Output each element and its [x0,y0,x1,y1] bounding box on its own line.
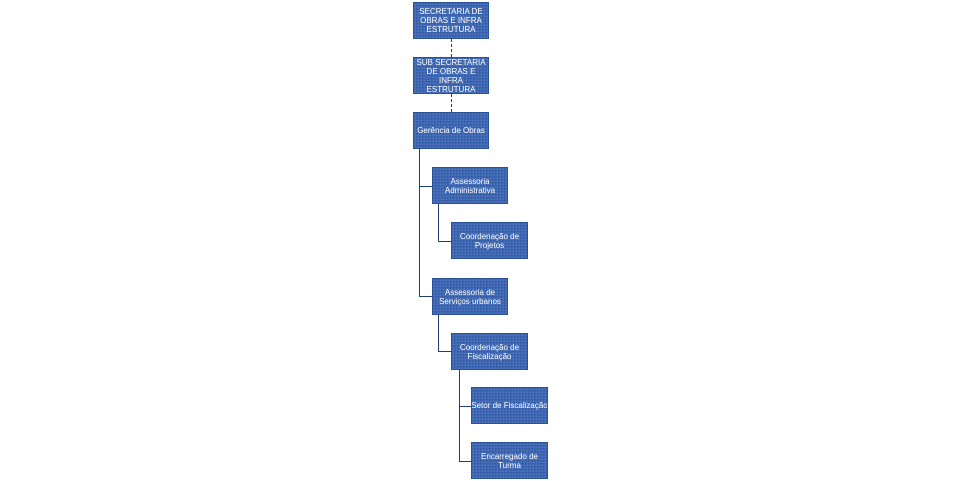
connector-secretaria-sub [451,39,452,57]
connector-coord-fisc-trunk [459,370,460,462]
node-sub-secretaria-label: SUB SECRETARIA DE OBRAS E INFRA ESTRUTUR… [416,57,486,94]
node-secretaria-label: SECRETARIA DE OBRAS E INFRA ESTRUTURA [419,7,483,34]
node-encarregado-turma: Encarregado de Turma [471,442,548,479]
connector-assessoria-servicos-coord-fisc [438,351,452,352]
connector-gerencia-assessoria-servicos [419,296,433,297]
connector-sub-gerencia [451,94,452,112]
node-coordenacao-projetos-label: Coordenação de Projetos [459,231,520,250]
node-setor-fiscalizacao: Setor de Fiscalização [471,387,548,424]
node-assessoria-servicos-label: Assessoria de Serviços urbanos [439,287,501,306]
node-gerencia-obras-label: Gerência de Obras [417,126,485,135]
node-assessoria-administrativa-label: Assessoria Administrativa [444,176,496,195]
connector-assessoria-servicos-trunk [438,315,439,352]
node-coordenacao-fiscalizacao-label: Coordenação de Fiscalização [459,342,520,361]
node-assessoria-administrativa: Assessoria Administrativa [432,167,508,204]
node-setor-fiscalizacao-label: Setor de Fiscalização [471,401,548,410]
connector-coord-fisc-encarregado [459,461,472,462]
node-gerencia-obras: Gerência de Obras [413,112,489,149]
connector-gerencia-assessoria-adm [419,186,433,187]
node-secretaria: SECRETARIA DE OBRAS E INFRA ESTRUTURA [413,2,489,39]
node-encarregado-turma-label: Encarregado de Turma [481,451,538,470]
node-sub-secretaria: SUB SECRETARIA DE OBRAS E INFRA ESTRUTUR… [413,57,489,94]
connector-assessoria-adm-coord-projetos [438,241,452,242]
node-coordenacao-projetos: Coordenação de Projetos [451,222,528,259]
connector-assessoria-adm-trunk [438,204,439,242]
node-coordenacao-fiscalizacao: Coordenação de Fiscalização [451,333,528,370]
connector-coord-fisc-setor [459,406,472,407]
node-assessoria-servicos: Assessoria de Serviços urbanos [432,278,508,315]
connector-gerencia-trunk [419,149,420,297]
